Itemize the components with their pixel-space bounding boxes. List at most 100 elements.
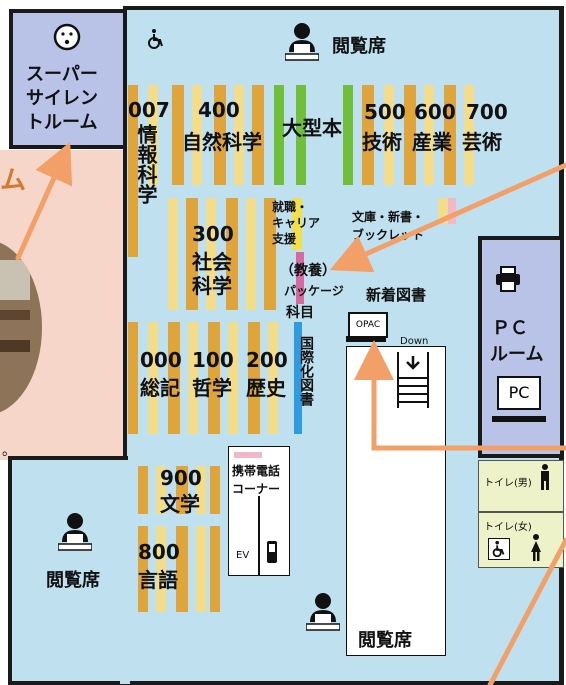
quiet-face-icon: [52, 22, 82, 56]
label-900-name: 文学: [160, 492, 200, 516]
label-000-num: 000: [140, 348, 182, 372]
shelf: [138, 466, 148, 514]
pc-monitor-icon: PC: [497, 376, 541, 410]
stairs-down-label: Down: [400, 336, 429, 347]
fragment-dot: 。: [2, 443, 16, 459]
label-new-books: 新着図書: [366, 286, 427, 304]
stairs-area: [346, 346, 446, 656]
shelf-bunko: [438, 198, 448, 224]
shelf: [168, 198, 178, 310]
shelf: [148, 85, 158, 185]
shelf: [444, 85, 456, 185]
label-700-name: 芸術: [462, 130, 502, 154]
shelf-bunko: [448, 198, 456, 224]
shelf: [246, 198, 256, 310]
label-700-num: 700: [466, 100, 508, 124]
shelf: [128, 85, 138, 257]
librarian-icon: [284, 22, 320, 66]
label-900-num: 900: [160, 466, 202, 490]
librarian-icon-bottom: [305, 592, 341, 636]
toilet-women-icon: [528, 534, 544, 566]
shelf: [384, 85, 394, 185]
shelf: [226, 198, 238, 310]
label-400-name: 自然科学: [182, 130, 262, 154]
super-silent-line2: サイレン: [26, 88, 98, 109]
shelf: [234, 85, 244, 185]
shelf: [464, 85, 474, 185]
shelf: [148, 322, 158, 434]
arrow-to-kyoyo: [329, 162, 566, 273]
printer-icon: [494, 266, 522, 296]
shelf: [156, 526, 166, 612]
phone-icon: [266, 540, 278, 568]
shelf: [210, 526, 220, 612]
shelf-career: [292, 198, 302, 250]
shelf: [172, 85, 184, 185]
label-200-name: 歴史: [246, 376, 286, 400]
toilet-women-label: トイレ(女): [484, 522, 532, 533]
label-career-1: 就職・: [272, 200, 309, 214]
label-800-num: 800: [138, 540, 180, 564]
shelf: [196, 466, 206, 514]
label-007-num: 007: [128, 98, 170, 122]
floor-area-bottom: [10, 460, 140, 684]
label-600-name: 産業: [412, 130, 452, 154]
shelf: [248, 322, 260, 434]
shelf-large-books: [343, 85, 353, 185]
shelf-large-books: [274, 85, 284, 185]
shelf: [210, 466, 220, 514]
shelf: [424, 85, 434, 185]
shelf: [268, 322, 278, 434]
shelf: [228, 322, 238, 434]
shelf: [186, 198, 198, 310]
toilet-men-icon: [538, 464, 552, 494]
label-007-name: 情報科学: [134, 124, 158, 204]
reading-seat-top: 閲覧席: [332, 36, 386, 57]
shelf: [208, 322, 220, 434]
shelf: [188, 322, 198, 434]
toilet-wheelchair-icon: [488, 538, 510, 560]
label-bunko-1: 文庫・新書・: [352, 210, 425, 224]
arrow-to-opac: [354, 340, 566, 451]
shelf: [252, 85, 264, 185]
stairs-icon[interactable]: [394, 352, 432, 412]
label-300-num: 300: [192, 222, 234, 246]
shelf: [192, 85, 202, 185]
label-300-name2: 科学: [192, 274, 232, 298]
shelf: [168, 322, 180, 434]
wheelchair-icon: [145, 28, 167, 54]
shelf: [214, 85, 226, 185]
super-silent-line3: トルーム: [26, 112, 98, 133]
label-500-num: 500: [364, 100, 406, 124]
shelf-large-books: [296, 85, 306, 185]
opac-desk: [346, 336, 386, 342]
shelf: [156, 466, 166, 514]
label-international: 国際化図書: [298, 336, 314, 406]
reading-seat-left: 閲覧席: [46, 570, 100, 591]
shelf: [206, 198, 216, 310]
toilet-men[interactable]: [478, 460, 564, 512]
shelf: [196, 526, 206, 612]
label-500-name: 技術: [362, 130, 402, 154]
label-career-3: 支援: [272, 232, 297, 246]
reading-seat-bottom: 閲覧席: [358, 630, 412, 651]
arrow-to-silent-room: [15, 141, 73, 261]
label-kyoyo-1: （教養）: [280, 263, 336, 279]
phone-corner-line1: 携帯電話: [232, 464, 281, 478]
super-silent-line1: スーパー: [26, 64, 98, 85]
floor-outline-bottom: [8, 456, 128, 685]
label-300-name1: 社会: [192, 250, 232, 274]
label-career-2: キャリア: [272, 216, 321, 230]
label-200-num: 200: [246, 348, 288, 372]
label-400-num: 400: [198, 98, 240, 122]
label-800-name: 言語: [138, 568, 178, 592]
label-100-name: 哲学: [192, 376, 232, 400]
phone-corner-line2: コーナー: [232, 482, 281, 496]
shelf-international: [294, 322, 302, 434]
shelf: [176, 466, 188, 514]
shelf-kyoyo: [296, 252, 304, 304]
label-000-name: 総記: [140, 376, 180, 400]
label-600-num: 600: [414, 100, 456, 124]
shelf: [176, 526, 188, 612]
